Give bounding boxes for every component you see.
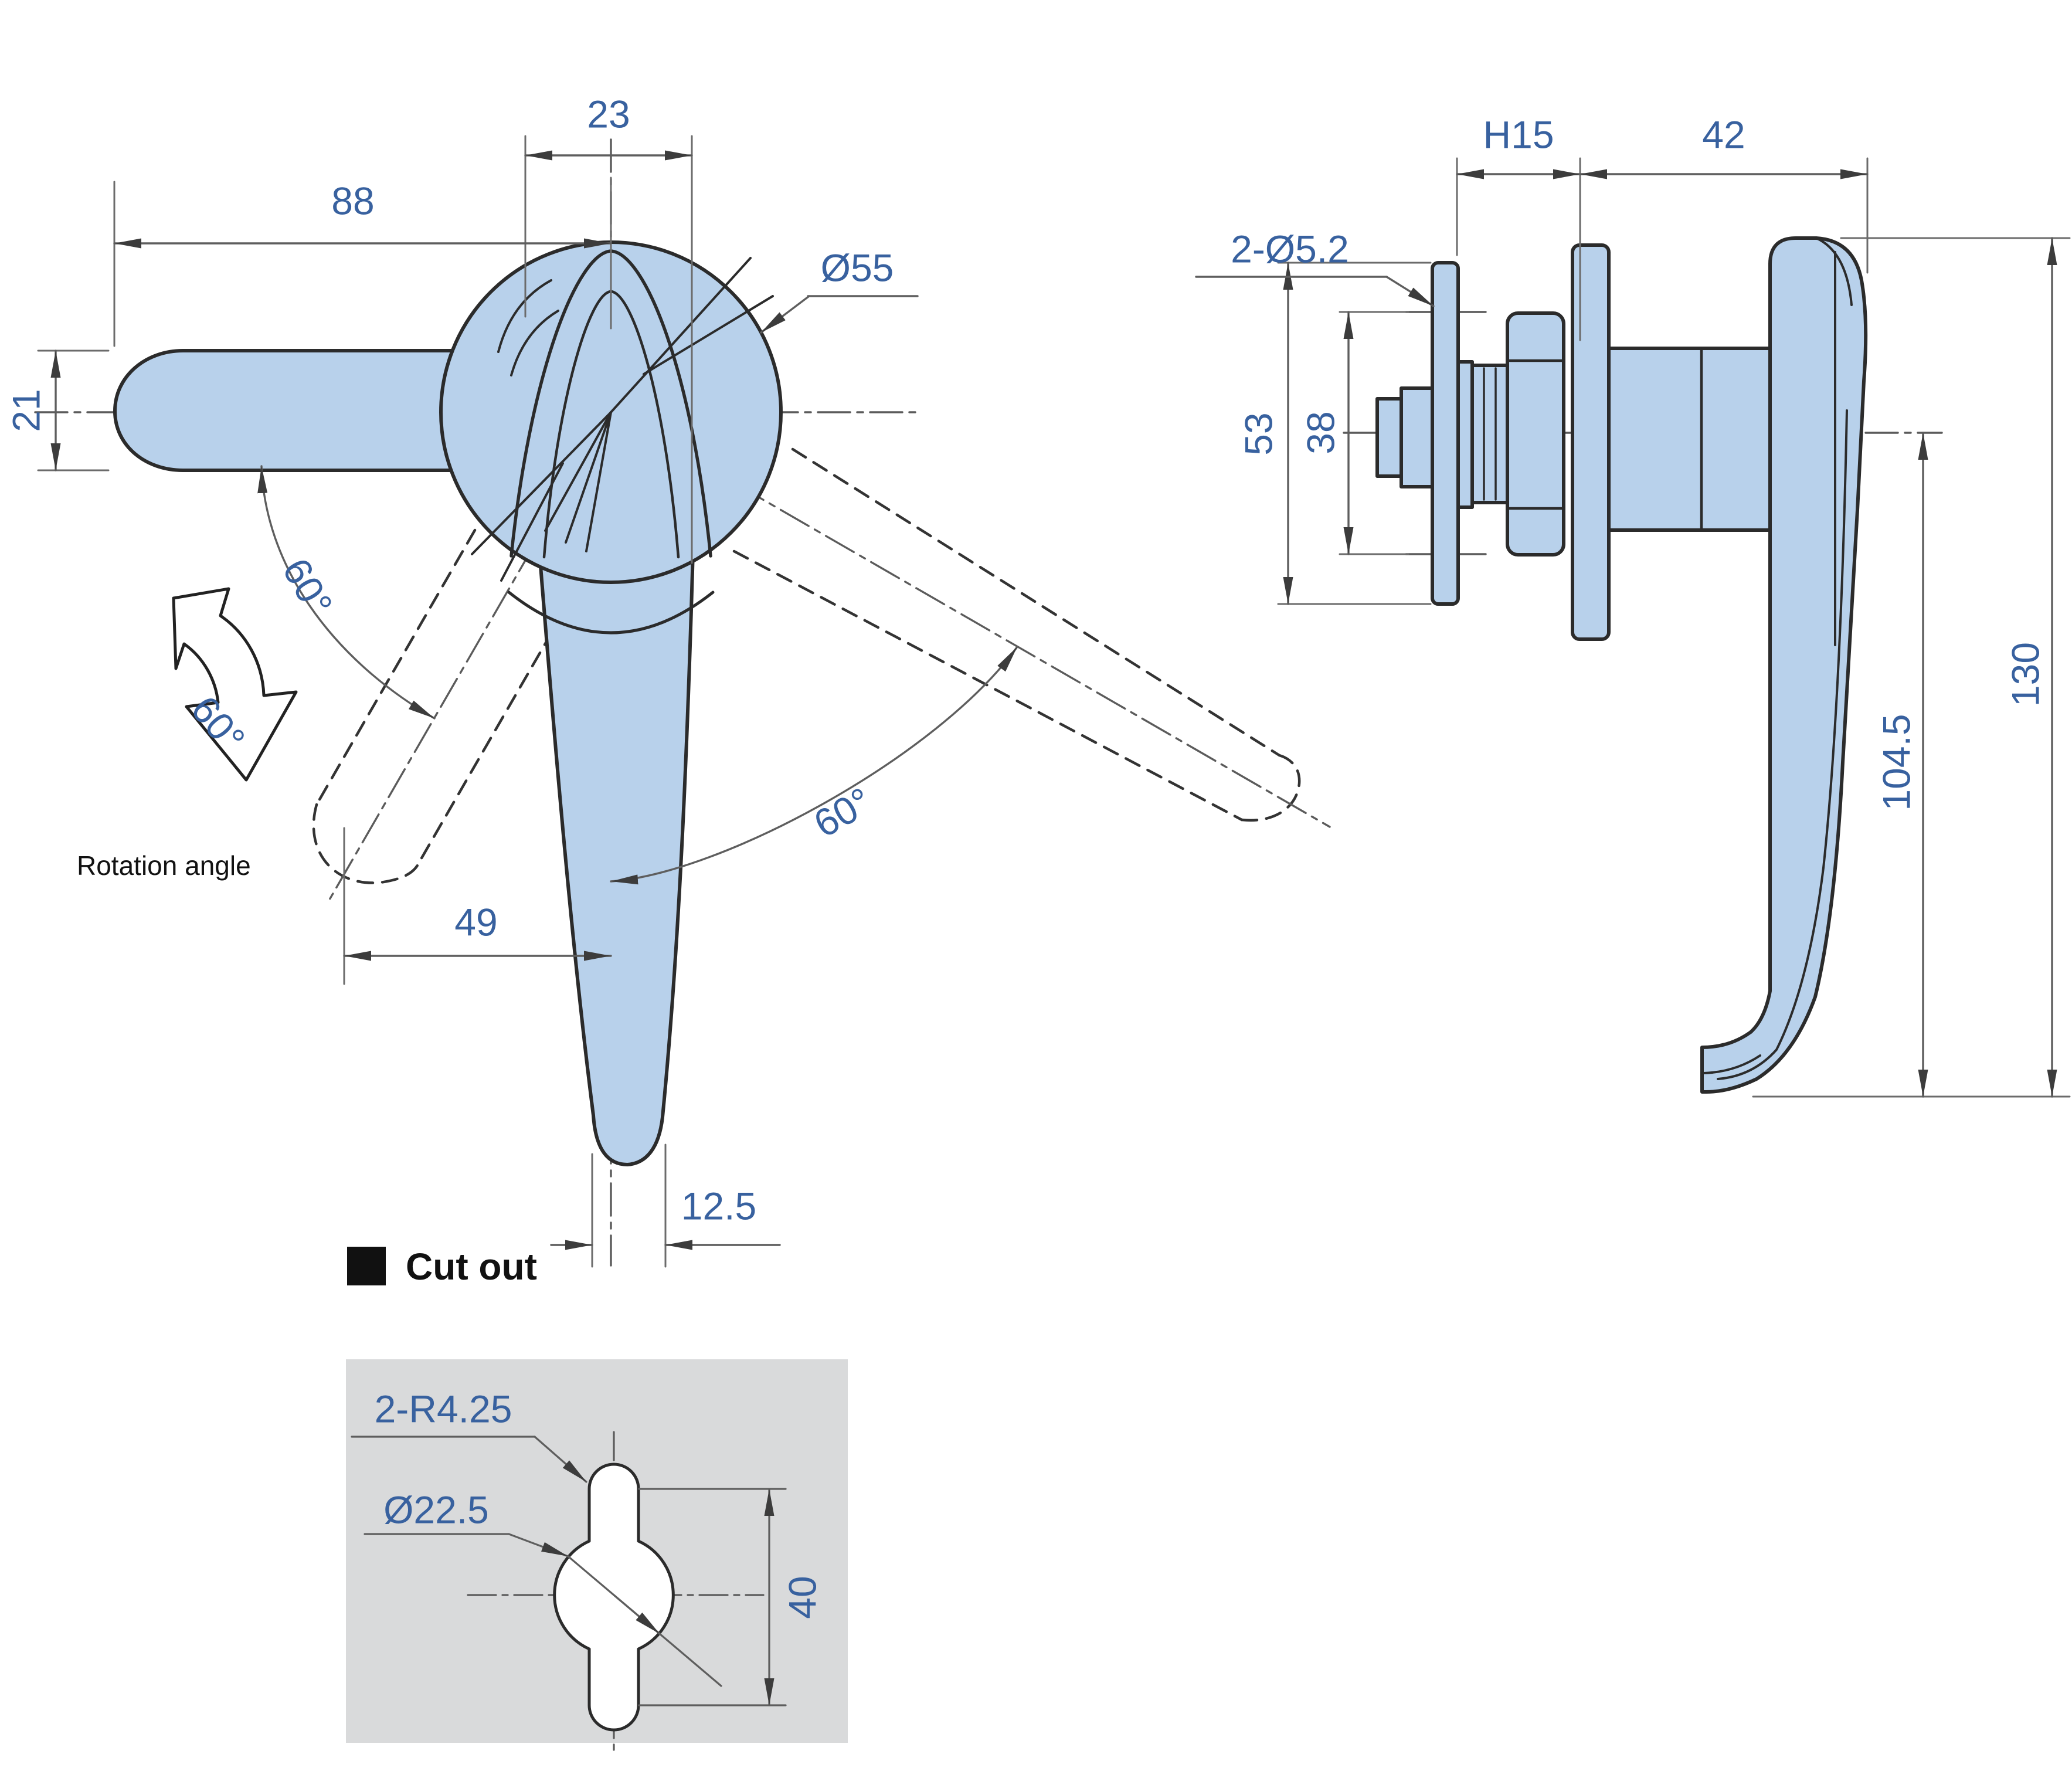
phantom-lever-left — [312, 528, 579, 884]
dim-53-label: 53 — [1237, 412, 1280, 455]
dim-23-label: 23 — [587, 92, 630, 135]
handle-grip-front — [538, 549, 695, 1166]
dim-104-5-label: 104.5 — [1874, 714, 1918, 810]
dim-130-label: 130 — [2003, 642, 2047, 707]
dim-38-label: 38 — [1299, 411, 1342, 454]
cutout-section: Cut out 2-R4.25 Ø22.5 40 — [346, 1246, 848, 1753]
rotation-angle-label: Rotation angle — [77, 850, 251, 881]
dim-88-label: 88 — [331, 179, 374, 222]
front-view: 23 88 Ø55 21 60° 60° 60° Rotation angle … — [4, 92, 1331, 1268]
dimension-lines-front — [50, 150, 1018, 1250]
dim-holes-label: 2-Ø5.2 — [1231, 227, 1349, 270]
threaded-sleeve — [1470, 364, 1509, 504]
handle-side-detail-lines — [1703, 237, 1853, 1080]
neck-boss — [1607, 347, 1773, 532]
washer — [1571, 243, 1611, 641]
cutout-heading-square — [347, 1247, 386, 1285]
side-view: H15 42 2-Ø5.2 53 38 104.5 130 — [1195, 113, 2071, 1098]
flange-plate — [1431, 261, 1460, 606]
dim-dia22-5-label: Ø22.5 — [383, 1488, 489, 1531]
angle-right-label: 60° — [806, 779, 878, 846]
surface-lines — [471, 257, 774, 582]
dim-40-label: 40 — [780, 1576, 824, 1618]
dimension-lines-cutout — [351, 1436, 787, 1706]
rotation-arrow-icon — [172, 587, 298, 782]
cutout-title: Cut out — [406, 1246, 537, 1288]
dim-h15-label: H15 — [1483, 113, 1554, 156]
mounting-screw-neck — [1400, 386, 1434, 488]
phantom-lever-right — [732, 447, 1301, 822]
dim-42-label: 42 — [1702, 113, 1745, 156]
hex-nut — [1506, 311, 1565, 557]
dimension-lines-side — [1195, 169, 2057, 1098]
collar — [1456, 360, 1474, 509]
dim-12-5-label: 12.5 — [681, 1184, 756, 1227]
dim-49-label: 49 — [454, 900, 497, 944]
dim-r4-25-label: 2-R4.25 — [375, 1387, 512, 1430]
extension-lines-side — [1277, 157, 2071, 1098]
mounting-screw-head — [1375, 397, 1403, 478]
handle-side-profile — [1700, 236, 1868, 1094]
dim-dia55-label: Ø55 — [821, 246, 894, 289]
dim-21-label: 21 — [4, 389, 47, 432]
knob-bottom-arc — [507, 591, 715, 634]
